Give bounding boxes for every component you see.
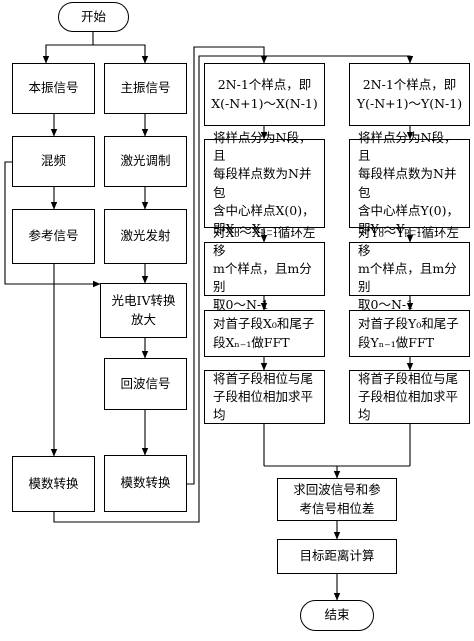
y-shift-box: 对Y₀～Yₙ₋₁循环左移 m个样点，且m分别 取0～N-1 — [349, 225, 470, 312]
distance-calculation-box: 目标距离计算 — [277, 539, 397, 574]
x-split-box: 将样点分为N段，且 每段样点数为N并包 含中心样点X(0)， 即X₀～Xₙ₋₁ — [204, 130, 325, 236]
phase-difference-box: 求回波信号和参 考信号相位差 — [277, 478, 397, 521]
x-samples-box: 2N-1个样点，即 X(-N+1)～X(N-1) — [204, 63, 325, 126]
reference-signal-label: 参考信号 — [28, 228, 79, 244]
x-split-label: 将样点分为N段，且 每段样点数为N并包 含中心样点X(0)， 即X₀～Xₙ₋₁ — [213, 130, 315, 236]
start-terminal: 开始 — [58, 2, 129, 32]
laser-emission-box: 激光发射 — [104, 209, 187, 264]
end-label: 结束 — [324, 607, 350, 623]
y-samples-box: 2N-1个样点，即 Y(-N+1)～Y(N-1) — [349, 63, 470, 126]
x-shift-box: 对X₀～Xₙ₋₁循环左移 m个样点，且m分别 取0～N-1 — [204, 225, 325, 312]
echo-signal-label: 回波信号 — [120, 375, 171, 391]
x-fft-label: 对首子段X₀和尾子 段Xₙ₋₁做FFT — [213, 316, 315, 350]
mixing-box: 混频 — [12, 136, 95, 187]
mixing-label: 混频 — [40, 153, 66, 169]
y-fft-box: 对首子段Y₀和尾子 段Yₙ₋₁做FFT — [349, 310, 470, 357]
y-split-box: 将样点分为N段，且 每段样点数为N并包 含中心样点Y(0)， 即Y₀～Yₙ₋₁ — [349, 130, 470, 236]
end-terminal: 结束 — [300, 600, 374, 631]
echo-signal-box: 回波信号 — [104, 358, 187, 410]
iv-conversion-label: 光电IV转换 放大 — [111, 293, 176, 327]
x-phase-average-box: 将首子段相位与尾 子段相位相加求平 均 — [204, 370, 325, 424]
laser-emission-label: 激光发射 — [120, 228, 171, 244]
reference-oscillator-label: 本振信号 — [28, 80, 79, 96]
x-shift-label: 对X₀～Xₙ₋₁循环左移 m个样点，且m分别 取0～N-1 — [213, 224, 316, 313]
adc-right-box: 模数转换 — [104, 455, 187, 512]
adc-right-label: 模数转换 — [120, 475, 171, 491]
x-phase-average-label: 将首子段相位与尾 子段相位相加求平 均 — [213, 370, 314, 423]
adc-left-label: 模数转换 — [28, 475, 79, 491]
main-oscillator-label: 主振信号 — [120, 80, 171, 96]
distance-calculation-label: 目标距离计算 — [299, 548, 375, 564]
y-phase-average-label: 将首子段相位与尾 子段相位相加求平 均 — [358, 370, 459, 423]
main-oscillator-box: 主振信号 — [104, 63, 187, 114]
y-shift-label: 对Y₀～Yₙ₋₁循环左移 m个样点，且m分别 取0～N-1 — [358, 224, 460, 313]
y-phase-average-box: 将首子段相位与尾 子段相位相加求平 均 — [349, 370, 470, 424]
reference-signal-box: 参考信号 — [12, 209, 95, 264]
adc-left-box: 模数转换 — [12, 456, 95, 512]
iv-conversion-box: 光电IV转换 放大 — [100, 283, 187, 338]
y-samples-label: 2N-1个样点，即 Y(-N+1)～Y(N-1) — [356, 77, 463, 111]
y-split-label: 将样点分为N段，且 每段样点数为N并包 含中心样点Y(0)， 即Y₀～Yₙ₋₁ — [358, 130, 459, 236]
y-fft-label: 对首子段Y₀和尾子 段Yₙ₋₁做FFT — [358, 316, 459, 350]
phase-difference-label: 求回波信号和参 考信号相位差 — [293, 482, 381, 516]
laser-modulation-box: 激光调制 — [104, 136, 187, 187]
laser-modulation-label: 激光调制 — [120, 153, 171, 169]
x-fft-box: 对首子段X₀和尾子 段Xₙ₋₁做FFT — [204, 310, 325, 357]
x-samples-label: 2N-1个样点，即 X(-N+1)～X(N-1) — [211, 77, 318, 111]
reference-oscillator-box: 本振信号 — [12, 63, 95, 114]
start-label: 开始 — [80, 8, 106, 24]
